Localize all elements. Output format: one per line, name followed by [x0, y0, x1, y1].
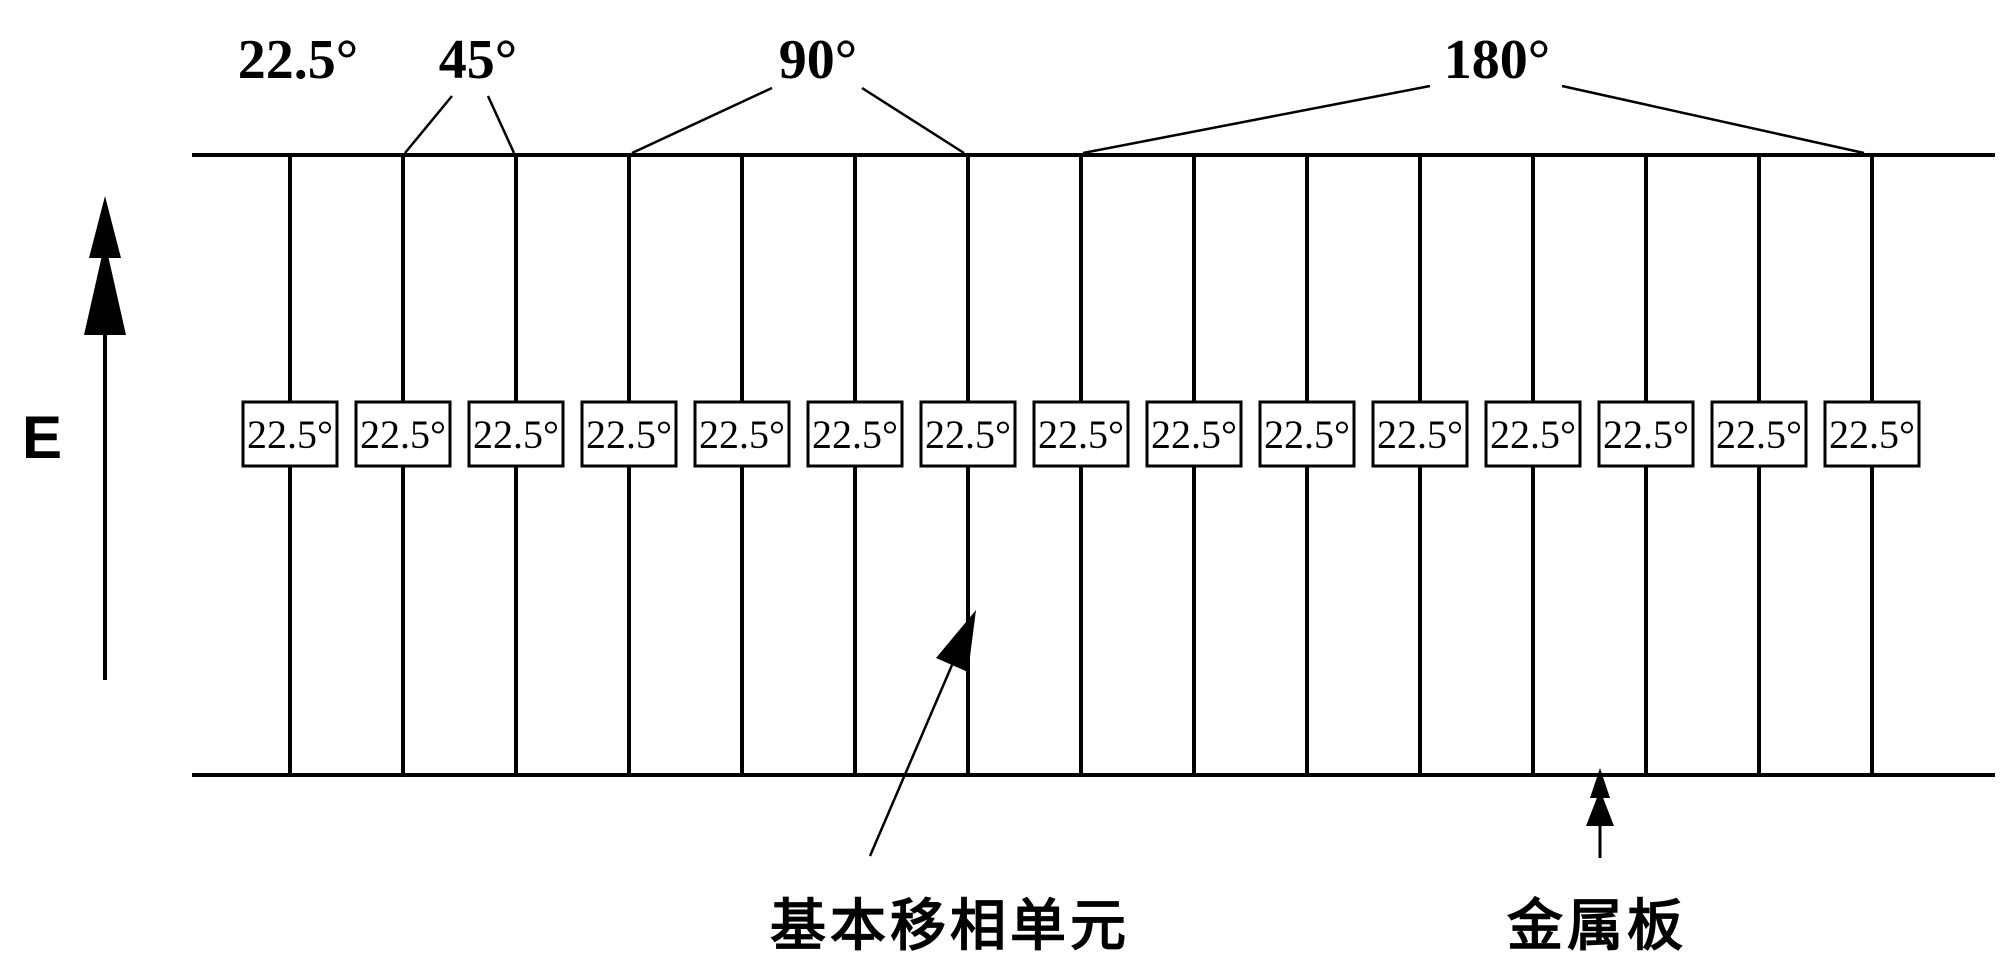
leader-45-right [486, 95, 516, 154]
unit-box-label: 22.5° [247, 412, 333, 457]
section-label-22-5: 22.5° [238, 29, 358, 91]
unit-box [1823, 400, 1921, 468]
metal-plate-caption: 金属板 [1506, 896, 1687, 958]
unit-box-label: 22.5° [699, 412, 785, 457]
unit-box [1710, 400, 1808, 468]
section-label-180: 180° [1444, 29, 1550, 91]
leader-90-right [861, 86, 965, 155]
unit-box [354, 400, 452, 468]
leader-180-right [1561, 84, 1865, 155]
unit-box-label: 22.5° [1038, 412, 1124, 457]
basic-unit-pointer [868, 610, 976, 857]
unit-box [1258, 400, 1356, 468]
unit-box-label: 22.5° [1490, 412, 1576, 457]
unit-box-label: 22.5° [1829, 412, 1915, 457]
unit-box-label: 22.5° [1716, 412, 1802, 457]
unit-box [1371, 400, 1469, 468]
unit-box-label: 22.5° [473, 412, 559, 457]
unit-box-label: 22.5° [1264, 412, 1350, 457]
metal-plate-pointer [1586, 768, 1614, 858]
metal-plate-arrowhead-icon [1590, 768, 1610, 798]
unit-box-label: 22.5° [586, 412, 672, 457]
unit-box-row: 22.5° 22.5° 22.5° 22.5° 22.5° 22.5° 22.5… [241, 400, 1921, 468]
unit-box-label: 22.5° [812, 412, 898, 457]
basic-unit-caption: 基本移相单元 [770, 896, 1130, 958]
metal-plate-arrowhead-icon [1586, 790, 1614, 826]
unit-box-label: 22.5° [360, 412, 446, 457]
unit-box-label: 22.5° [925, 412, 1011, 457]
basic-unit-pointer-shaft [868, 664, 954, 857]
section-label-90: 90° [779, 29, 857, 91]
unit-box [1597, 400, 1695, 468]
basic-unit-arrowhead-icon [936, 610, 976, 672]
section-label-45: 45° [439, 29, 517, 91]
unit-box [919, 400, 1017, 468]
unit-box [580, 400, 678, 468]
leader-90-left [631, 86, 773, 155]
unit-box-label: 22.5° [1603, 412, 1689, 457]
unit-box-label: 22.5° [1151, 412, 1237, 457]
leader-45-left [404, 95, 453, 154]
unit-box [806, 400, 904, 468]
unit-box [467, 400, 565, 468]
e-field-label: E [22, 404, 62, 471]
e-field-arrowhead-icon [84, 242, 126, 335]
unit-box [1484, 400, 1582, 468]
unit-box-label: 22.5° [1377, 412, 1463, 457]
e-field-arrow: E [22, 196, 126, 680]
leader-180-left [1082, 84, 1431, 155]
unit-box [1145, 400, 1243, 468]
unit-box [693, 400, 791, 468]
unit-box [1032, 400, 1130, 468]
unit-box [241, 400, 339, 468]
e-field-arrowhead-icon [89, 196, 121, 258]
